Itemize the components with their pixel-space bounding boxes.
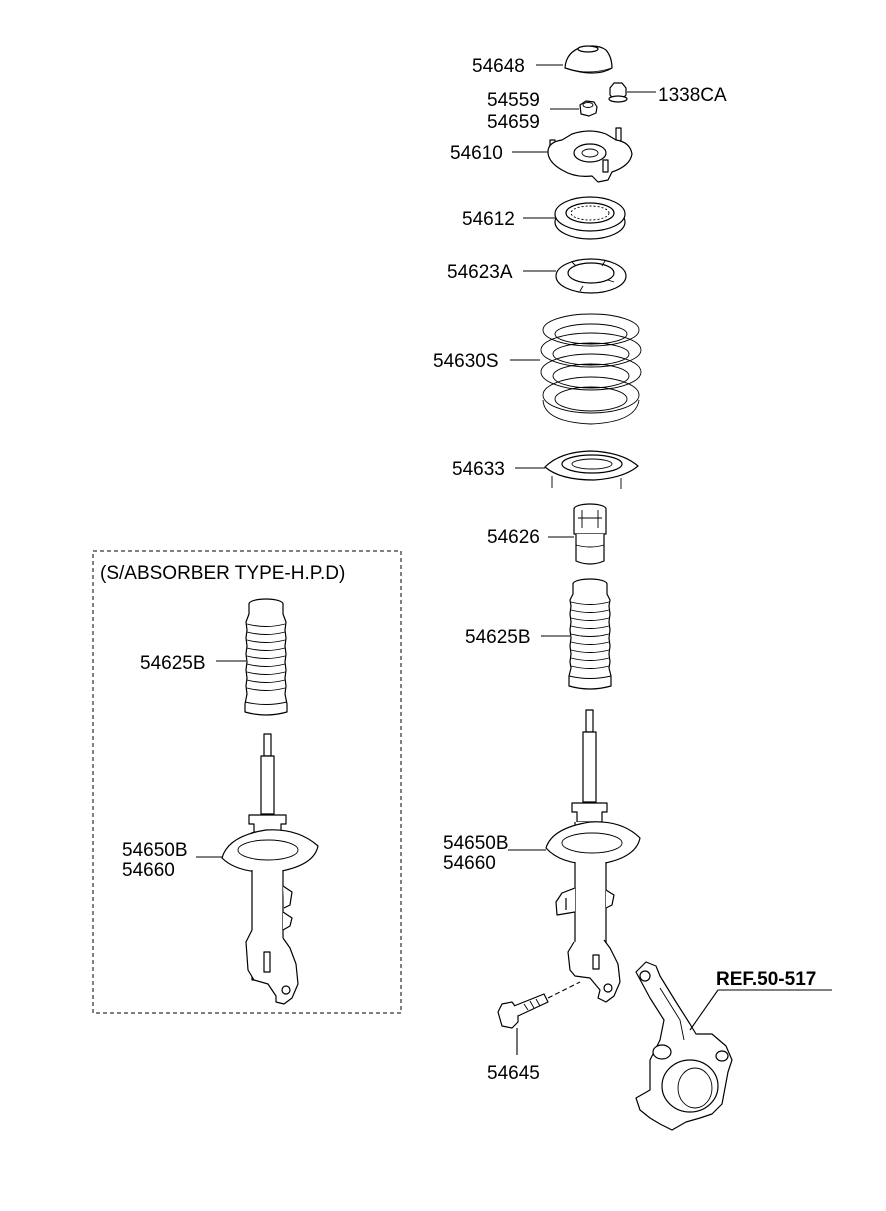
variant-box: (S/ABSORBER TYPE-H.P.D): [92, 550, 402, 1014]
label-1338CA[interactable]: 1338CA: [658, 85, 727, 106]
label-54648[interactable]: 54648: [472, 56, 525, 77]
label-54630S[interactable]: 54630S: [433, 351, 499, 372]
variant-part-54650B-strut-assembly[interactable]: [221, 733, 319, 1005]
part-54559-nut[interactable]: [579, 100, 598, 117]
label-54650B-alt[interactable]: 54650B: [122, 840, 188, 861]
part-54610-strut-mount[interactable]: [547, 127, 633, 183]
part-54633-lower-spring-seat[interactable]: [544, 450, 639, 489]
label-54633[interactable]: 54633: [452, 459, 505, 480]
label-54610[interactable]: 54610: [450, 143, 503, 164]
part-54650B-strut-assembly[interactable]: [545, 709, 641, 1003]
part-54630S-coil-spring[interactable]: [540, 313, 642, 425]
part-54612-bearing[interactable]: [554, 196, 626, 240]
steering-knuckle[interactable]: [635, 961, 733, 1131]
label-54612[interactable]: 54612: [462, 209, 515, 230]
part-54623A-spring-pad[interactable]: [555, 258, 627, 294]
variant-part-54625B-dust-boot[interactable]: [244, 598, 288, 716]
label-54625B[interactable]: 54625B: [465, 627, 531, 648]
part-1338CA-flange-nut[interactable]: [608, 82, 628, 103]
variant-box-title: (S/ABSORBER TYPE-H.P.D): [100, 563, 345, 584]
label-54660-alt[interactable]: 54660: [122, 860, 175, 881]
label-54623A[interactable]: 54623A: [447, 262, 513, 283]
part-54648-insulator-cap[interactable]: [564, 45, 613, 74]
part-54626-bump-stop[interactable]: [573, 503, 607, 565]
label-54559[interactable]: 54559: [487, 90, 540, 111]
label-ref-50-517[interactable]: REF.50-517: [716, 969, 816, 990]
label-54625B-alt[interactable]: 54625B: [140, 653, 206, 674]
label-54645[interactable]: 54645: [487, 1063, 540, 1084]
label-54650B[interactable]: 54650B: [443, 833, 509, 854]
variant-box-border: [92, 550, 402, 1014]
label-54626[interactable]: 54626: [487, 527, 540, 548]
label-54660[interactable]: 54660: [443, 853, 496, 874]
label-54659[interactable]: 54659: [487, 112, 540, 133]
leader-ref: [689, 989, 719, 1031]
part-54625B-dust-boot[interactable]: [568, 578, 612, 690]
part-54645-bolt[interactable]: [497, 993, 549, 1029]
leader-54645-axis: [547, 981, 581, 999]
